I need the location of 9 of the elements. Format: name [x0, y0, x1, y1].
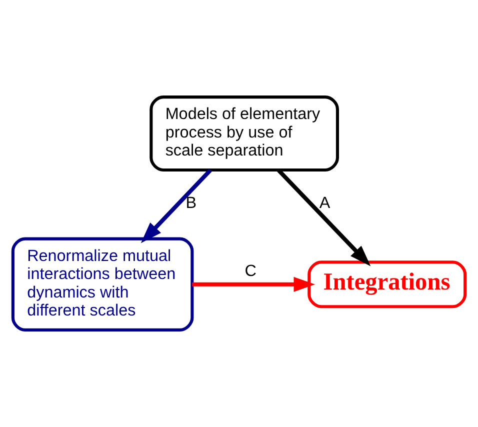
arrow: [140, 168, 212, 244]
node-box: Renormalize mutual interactions between dynamics with different scales: [11, 237, 194, 332]
edge-label: C: [244, 262, 256, 280]
edge-label: A: [319, 194, 330, 212]
node-box: Models of elementary process by use of scale separation: [150, 96, 339, 172]
arrow: [277, 168, 371, 266]
node-box: Integrations: [308, 260, 467, 308]
edge-label: B: [186, 194, 197, 212]
arrow: [192, 276, 316, 292]
